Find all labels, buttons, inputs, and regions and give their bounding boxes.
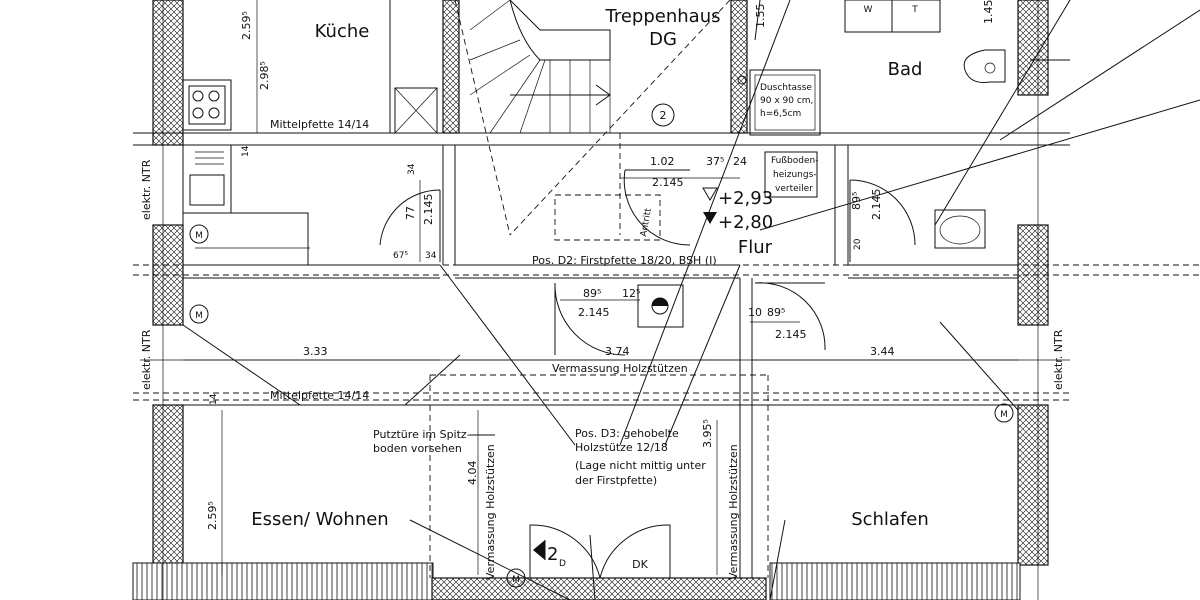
room-label-treppenhaus-level: DG [649,29,677,50]
bathroom: W T Duschtasse 90 x 90 cm, h=6,5cm Bad F… [737,0,1006,249]
note-vermassung-vertical-left: Vermassung Holzstützen [484,444,497,580]
note-elektr-right: elektr. NTR [1052,329,1065,390]
dimension-lines [183,0,1018,575]
dim-895-a: 89⁵ [850,192,863,210]
stair-number-circle [651,103,675,127]
dim-2145-d: 2.145 [578,306,610,319]
stair-number: 2 [660,109,667,122]
note-pos-d3-2: Holzstütze 12/18 [575,441,668,454]
note-mittelpfette-bottom: Mittelpfette 14/14 [270,389,369,402]
dim-344: 3.44 [870,345,895,358]
wall-left-top [152,0,184,146]
wall-bottom-center [431,577,767,600]
room-label-schlafen: Schlafen [851,509,929,530]
note-elektr-left-bottom: elektr. NTR [140,329,153,390]
note-putztuere-1: Putztüre im Spitz- [373,428,471,441]
diagonal-lines [182,0,1200,600]
wall-stair-left [442,0,460,134]
note-firstpfette: Pos. D2: Firstpfette 18/20, BSH (I) [532,254,717,267]
floor-heating-line-1: Fußboden- [771,156,818,166]
note-putztuere-2: boden vorsehen [373,442,462,455]
dim-2145-e: 2.145 [775,328,807,341]
dim-155: 1.55 [754,4,767,29]
section-mark-number: 2 [547,544,558,565]
level-lower-triangle [703,212,717,224]
level-upper-triangle [702,187,718,201]
dim-34b: 34 [425,251,437,261]
dim-374: 3.74 [605,345,630,358]
note-pos-d3-4: der Firstpfette) [575,474,657,487]
shower-line-3: h=6,5cm [760,109,801,119]
room-label-essen-wohnen: Essen/ Wohnen [251,509,388,530]
room-label-bad: Bad [888,59,923,80]
dim-259-bottom: 2.59⁵ [206,501,219,530]
level-lower: +2,80 [718,212,773,233]
staircase: 2 Treppenhaus DG Antritt [454,0,731,241]
room-label-flur: Flur [738,237,773,258]
note-pos-d3-3: (Lage nicht mittig unter [575,459,706,472]
dim-375: 37⁵ [706,155,724,168]
note-elektr-left-top: elektr. NTR [140,159,153,220]
dryer-label: T [911,5,918,15]
room-label-treppenhaus: Treppenhaus [605,6,721,27]
dim-77: 77 [404,206,417,220]
meter-symbol-3: M [1000,410,1008,420]
dim-404: 4.04 [466,461,479,486]
shower-line-2: 90 x 90 cm, [760,96,813,106]
dim-125: 12⁵ [622,287,640,300]
dim-895-b: 89⁵ [583,287,601,300]
kitchen: Küche [182,21,438,266]
wall-stair-right [730,0,748,134]
dim-675: 67⁵ [393,251,408,261]
room-label-kueche: Küche [315,21,370,42]
dim-145: 1.45 [982,0,995,24]
note-vermassung-horizontal: Vermassung Holzstützen [552,362,688,375]
shower-line-1: Duschtasse [760,83,812,93]
note-mittelpfette-top: Mittelpfette 14/14 [270,118,369,131]
dim-395: 3.95⁵ [701,419,714,448]
annotations: Mittelpfette 14/14 Mittelpfette 14/14 Po… [140,118,1065,580]
antritt-label: Antritt [639,207,654,237]
meter-symbol-1: M [195,231,203,241]
dim-2145-a: 2.145 [422,194,435,226]
dim-895-c: 89⁵ [767,306,785,319]
dim-102: 1.02 [650,155,675,168]
wall-bottom-left-bars [132,562,434,600]
dim-34a: 34 [407,163,417,175]
dim-2145-b: 2.145 [652,176,684,189]
dim-333: 3.33 [303,345,328,358]
note-pos-d3-1: Pos. D3: gehobelte [575,427,679,440]
walls [132,0,1049,600]
wall-bottom-right-bars [769,562,1021,600]
washer-label: W [864,5,873,15]
dim-14: 14 [241,145,251,157]
section-mark: 2 D DK [533,540,649,571]
dim-10: 10 [748,306,762,319]
meter-symbol-4: M [512,575,520,585]
meter-symbol-2: M [195,311,203,321]
dim-298: 2.98⁵ [258,61,271,90]
dk-label: DK [632,558,648,571]
dim-2145-c: 2.145 [870,189,883,221]
level-upper: +2,93 [718,188,773,209]
wall-left-bottom [152,404,184,566]
level-markers: +2,93 +2,80 Flur [702,187,773,258]
dim-259-top: 2.59⁵ [240,11,253,40]
note-vermassung-vertical-right: Vermassung Holzstützen [727,444,740,580]
wall-right-top [1017,0,1049,96]
floor-heating-line-2: heizungs- [773,170,817,180]
floor-heating-line-3: verteiler [775,184,813,194]
section-mark-sub: D [559,559,566,569]
dim-20: 20 [853,238,863,250]
meter-symbols: M M M M [189,224,1014,588]
door-swings [379,169,916,579]
dimensions: 2.59⁵ 2.98⁵ 1.55 1.45 14 34 77 2.145 67⁵… [206,0,995,530]
wall-right-bottom [1017,404,1049,566]
shaft [637,284,684,328]
dim-14b: 14 [209,393,219,405]
dim-24: 24 [733,155,747,168]
